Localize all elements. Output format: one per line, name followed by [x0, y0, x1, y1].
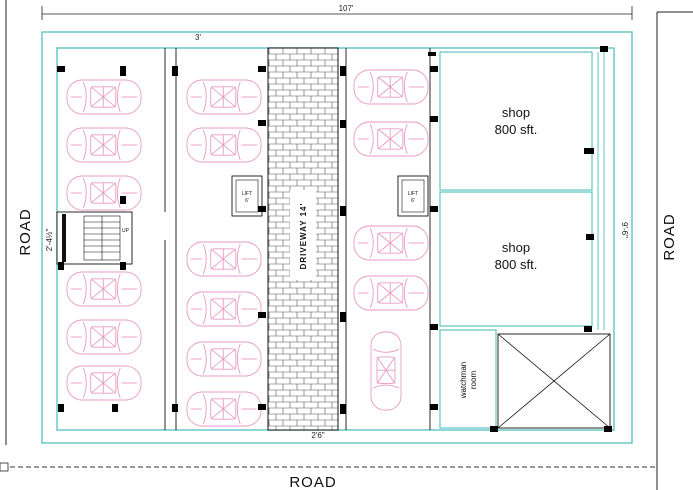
- road-bottom-label: ROAD: [289, 474, 336, 490]
- stair-dim-label: 2'-4½": [45, 229, 54, 252]
- road-right-label: ROAD: [661, 213, 678, 260]
- column-block: [430, 324, 438, 330]
- shop-1: shop 800 sft.: [439, 51, 593, 191]
- lift-left-label: LIFT: [242, 191, 252, 197]
- column-block: [120, 262, 126, 270]
- column-block: [340, 312, 346, 322]
- column-block: [340, 206, 346, 216]
- shop-2: shop 800 sft.: [439, 191, 593, 327]
- column-block: [586, 234, 594, 240]
- column-block: [58, 262, 64, 270]
- bay-dividers: [164, 48, 431, 430]
- column-block: [430, 404, 438, 410]
- car-icon: [186, 391, 262, 427]
- column-block: [258, 404, 266, 410]
- structural-columns: [57, 46, 612, 432]
- watchman-room: watchman room: [439, 329, 497, 429]
- parked-cars: [66, 69, 429, 427]
- service-void: [497, 333, 611, 429]
- right-dim-label: 9'-6": [620, 222, 629, 238]
- car-icon: [66, 365, 142, 401]
- car-icon: [186, 341, 262, 377]
- car-icon: [186, 291, 262, 327]
- width-dim-label: 107': [339, 4, 354, 13]
- column-block: [112, 404, 118, 412]
- column-block: [490, 426, 498, 432]
- column-block: [430, 206, 438, 212]
- road-left-label: ROAD: [17, 208, 34, 255]
- car-icon: [370, 331, 402, 411]
- column-block: [430, 116, 438, 122]
- car-icon: [66, 127, 142, 163]
- column-block: [340, 66, 346, 76]
- car-icon: [353, 121, 429, 157]
- column-block: [172, 66, 178, 76]
- car-icon: [186, 241, 262, 277]
- watchman-label-1: watchman: [459, 362, 468, 399]
- driveway: DRIVEWAY 14': [267, 47, 339, 431]
- car-icon: [353, 69, 429, 105]
- column-block: [430, 66, 438, 72]
- car-icon: [186, 79, 262, 115]
- shop-2-area: 800 sft.: [495, 257, 538, 272]
- car-icon: [66, 271, 142, 307]
- column-block: [258, 120, 266, 126]
- car-icon: [66, 79, 142, 115]
- column-block: [340, 404, 346, 414]
- column-block: [258, 66, 266, 72]
- watchman-label-2: room: [469, 371, 478, 390]
- column-block: [604, 426, 612, 432]
- shop-1-area: 800 sft.: [495, 122, 538, 137]
- column-block: [120, 66, 126, 76]
- plot-boundary: [41, 31, 633, 444]
- lift-right-size: 6': [411, 198, 415, 204]
- column-block: [584, 148, 594, 154]
- column-block: [57, 66, 65, 72]
- car-icon: [353, 225, 429, 261]
- column-block: [428, 52, 436, 56]
- lift-right: LIFT 6': [397, 175, 429, 217]
- svg-text:UP: UP: [122, 228, 130, 234]
- car-icon: [186, 127, 262, 163]
- car-icon: [353, 275, 429, 311]
- driveway-label: DRIVEWAY 14': [299, 203, 308, 270]
- setback-dim-label: 3': [195, 33, 201, 42]
- lift-right-label: LIFT: [408, 191, 418, 197]
- shop-2-name: shop: [502, 240, 530, 255]
- width-dimension: 107': [41, 4, 633, 20]
- column-block: [258, 206, 266, 212]
- column-block: [340, 120, 346, 128]
- car-icon: [66, 319, 142, 355]
- car-icon: [66, 175, 142, 211]
- column-block: [258, 312, 266, 318]
- lift-left: LIFT 6': [231, 175, 263, 217]
- shop-1-name: shop: [502, 105, 530, 120]
- lift-left-size: 6': [245, 198, 249, 204]
- column-block: [172, 404, 178, 412]
- column-block: [600, 46, 608, 52]
- column-block: [58, 404, 64, 412]
- staircase: UP 2'-4½": [45, 211, 133, 265]
- bottom-dim-label: 2'6": [311, 431, 324, 440]
- column-block: [584, 326, 592, 332]
- column-block: [120, 196, 126, 204]
